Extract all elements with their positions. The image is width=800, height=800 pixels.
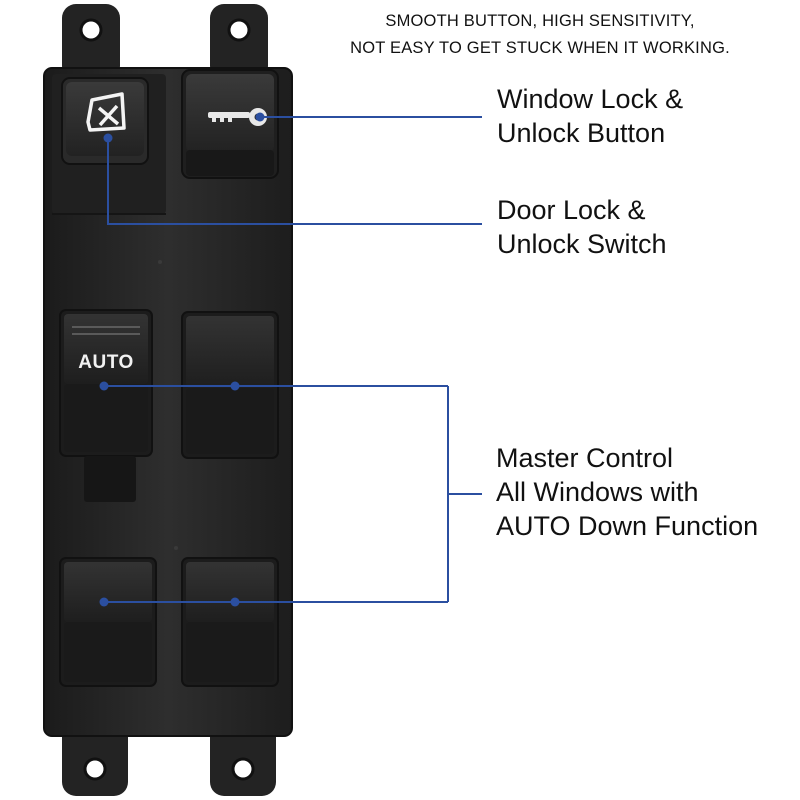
passenger-window-switch[interactable] xyxy=(181,311,279,459)
callout-master-control: Master Control All Windows with AUTO Dow… xyxy=(496,441,758,543)
callout-window-lock: Window Lock & Unlock Button xyxy=(497,82,683,150)
leader-lines xyxy=(104,116,482,603)
headline: SMOOTH BUTTON, HIGH SENSITIVITY, NOT EAS… xyxy=(290,8,790,62)
rear-left-window-switch[interactable] xyxy=(59,557,157,687)
door-lock-switch[interactable] xyxy=(181,69,279,179)
window-cross-icon xyxy=(86,92,126,132)
callout-door-lock-line-1: Door Lock & xyxy=(497,195,646,225)
rear-right-window-switch[interactable] xyxy=(181,557,279,687)
mounting-tab-top-right xyxy=(210,4,268,80)
mounting-tab-bottom-right xyxy=(210,720,276,796)
window-lock-button[interactable] xyxy=(61,77,149,165)
callout-master-line-3: AUTO Down Function xyxy=(496,511,759,541)
callout-door-lock: Door Lock & Unlock Switch xyxy=(497,193,667,261)
callout-master-line-2: All Windows with xyxy=(496,477,699,507)
callout-window-lock-line-1: Window Lock & xyxy=(497,84,684,114)
headline-line-2: NOT EASY TO GET STUCK WHEN IT WORKING. xyxy=(350,39,730,57)
mounting-tab-bottom-left xyxy=(62,720,128,796)
callout-master-line-1: Master Control xyxy=(496,443,674,473)
leader-line-door-lock xyxy=(107,138,482,225)
headline-line-1: SMOOTH BUTTON, HIGH SENSITIVITY, xyxy=(385,12,695,30)
callout-window-lock-line-2: Unlock Button xyxy=(497,118,666,148)
auto-label: AUTO xyxy=(78,352,134,373)
leader-dots xyxy=(99,112,265,607)
callout-door-lock-line-2: Unlock Switch xyxy=(497,229,667,259)
mounting-tab-top-left xyxy=(62,4,120,80)
